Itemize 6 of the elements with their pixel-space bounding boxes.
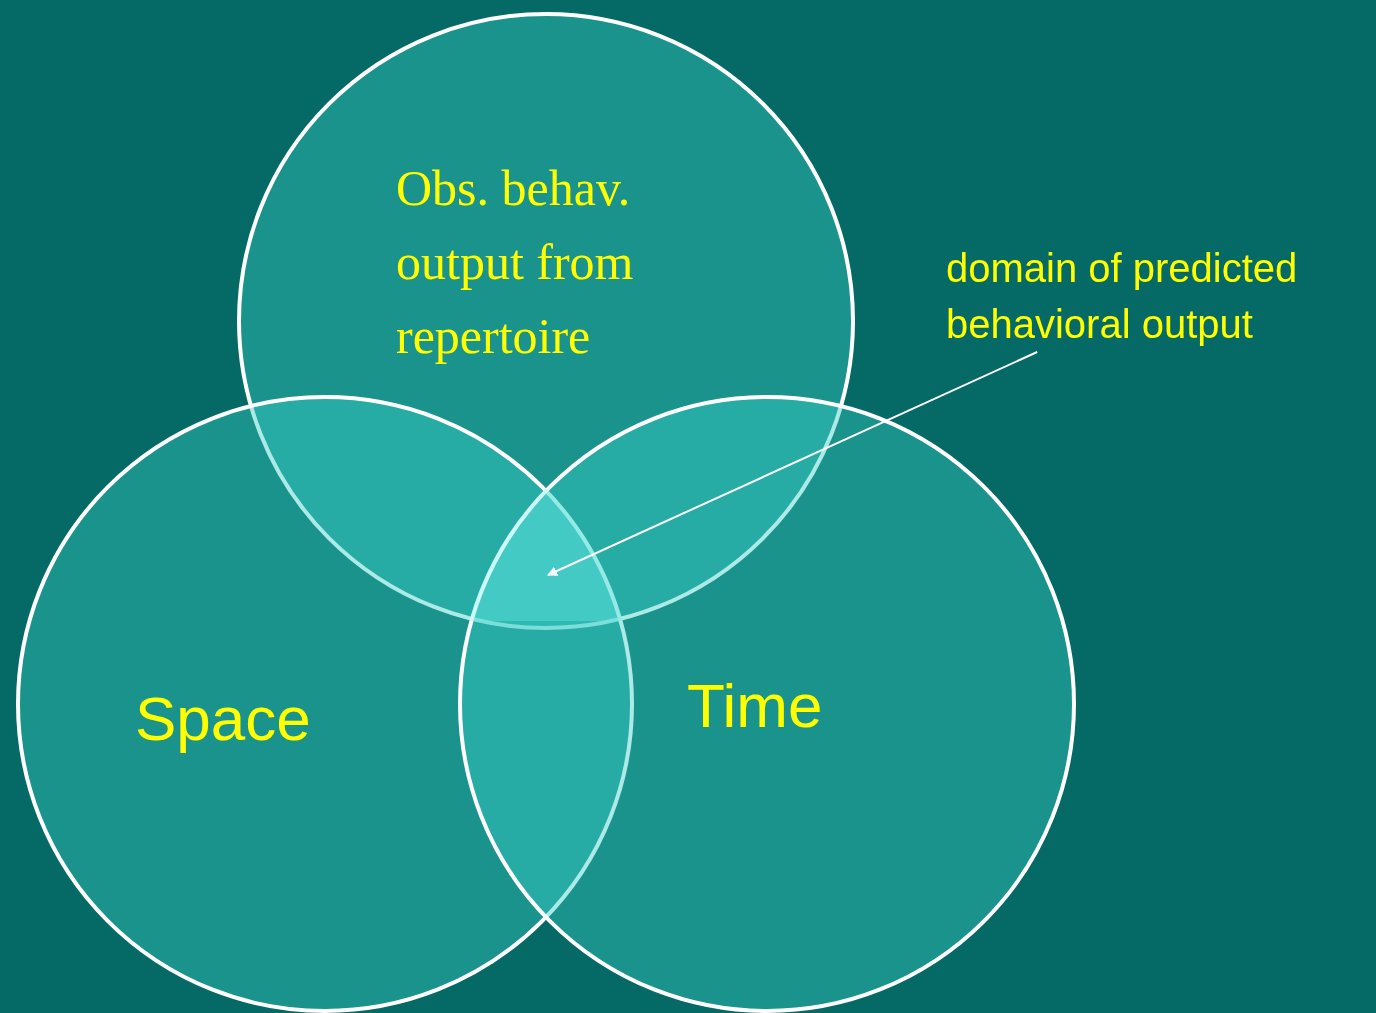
circle-label: Obs. behav. output from repertoire [396,159,635,366]
circle-label: Time [687,671,824,741]
overlap-region [469,488,623,621]
annotation-text: domain of predicted behavioral output [946,240,1374,352]
circle-label: Space [135,684,312,754]
leader-arrow [547,351,1039,576]
